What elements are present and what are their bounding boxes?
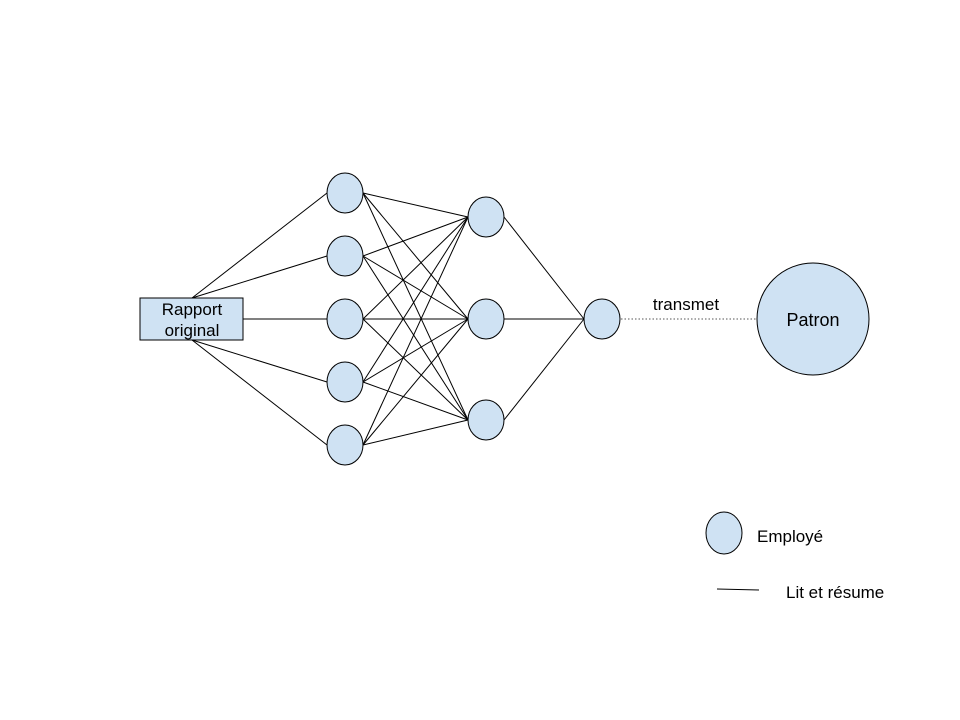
employee-node-l1-5 bbox=[326, 424, 364, 466]
employee-node-l1-1 bbox=[326, 172, 364, 214]
edge-l1-4-to-l2-3 bbox=[362, 381, 469, 421]
employee-node-l2-3 bbox=[467, 399, 505, 441]
employee-node-l1-3 bbox=[326, 298, 364, 340]
edge-l1-3-to-l2-1 bbox=[362, 216, 469, 320]
edge-l1-1-to-l2-2 bbox=[362, 192, 469, 320]
legend-line-icon bbox=[716, 588, 760, 591]
edge-l1-5-to-l2-2 bbox=[362, 318, 469, 446]
edge-l1-2-to-l2-1 bbox=[362, 216, 469, 257]
legend-employee-icon bbox=[705, 511, 743, 555]
legend-line-label: Lit et résume bbox=[786, 583, 884, 602]
rapport-label-line1: Rapport bbox=[162, 300, 223, 319]
edge-l1-1-to-l2-1 bbox=[362, 192, 469, 218]
rapport-original-box bbox=[139, 297, 244, 341]
edge-l1-5-to-l2-1 bbox=[362, 216, 469, 446]
employee-node-l2-1 bbox=[467, 196, 505, 238]
employee-nodes bbox=[326, 172, 621, 466]
patron-node bbox=[756, 262, 870, 376]
edge-l1-5-to-l2-3 bbox=[362, 419, 469, 446]
employee-node-l2-2 bbox=[467, 298, 505, 340]
patron-label: Patron bbox=[786, 310, 839, 330]
edge-l1-2-to-l2-2 bbox=[362, 255, 469, 320]
transmet-label: transmet bbox=[653, 295, 719, 314]
edges-layer bbox=[191, 192, 585, 446]
employee-node-l1-2 bbox=[326, 235, 364, 277]
edge-l1-4-to-l2-2 bbox=[362, 318, 469, 383]
employee-node-l1-4 bbox=[326, 361, 364, 403]
edge-l1-1-to-l2-3 bbox=[362, 192, 469, 421]
legend-employee-label: Employé bbox=[757, 527, 823, 546]
edge-l1-3-to-l2-3 bbox=[362, 318, 469, 421]
edge-source-to-l1-2 bbox=[191, 255, 328, 299]
employee-node-l3-1 bbox=[583, 298, 621, 340]
edge-l2-1-to-l3-1 bbox=[503, 216, 585, 320]
edge-l1-2-to-l2-3 bbox=[362, 255, 469, 421]
edge-l1-4-to-l2-1 bbox=[362, 216, 469, 383]
edge-source-to-l1-1 bbox=[191, 192, 328, 299]
edge-source-to-l1-4 bbox=[191, 339, 328, 383]
edge-l2-3-to-l3-1 bbox=[503, 318, 585, 421]
rapport-label-line2: original bbox=[165, 321, 220, 340]
edge-source-to-l1-5 bbox=[191, 339, 328, 446]
